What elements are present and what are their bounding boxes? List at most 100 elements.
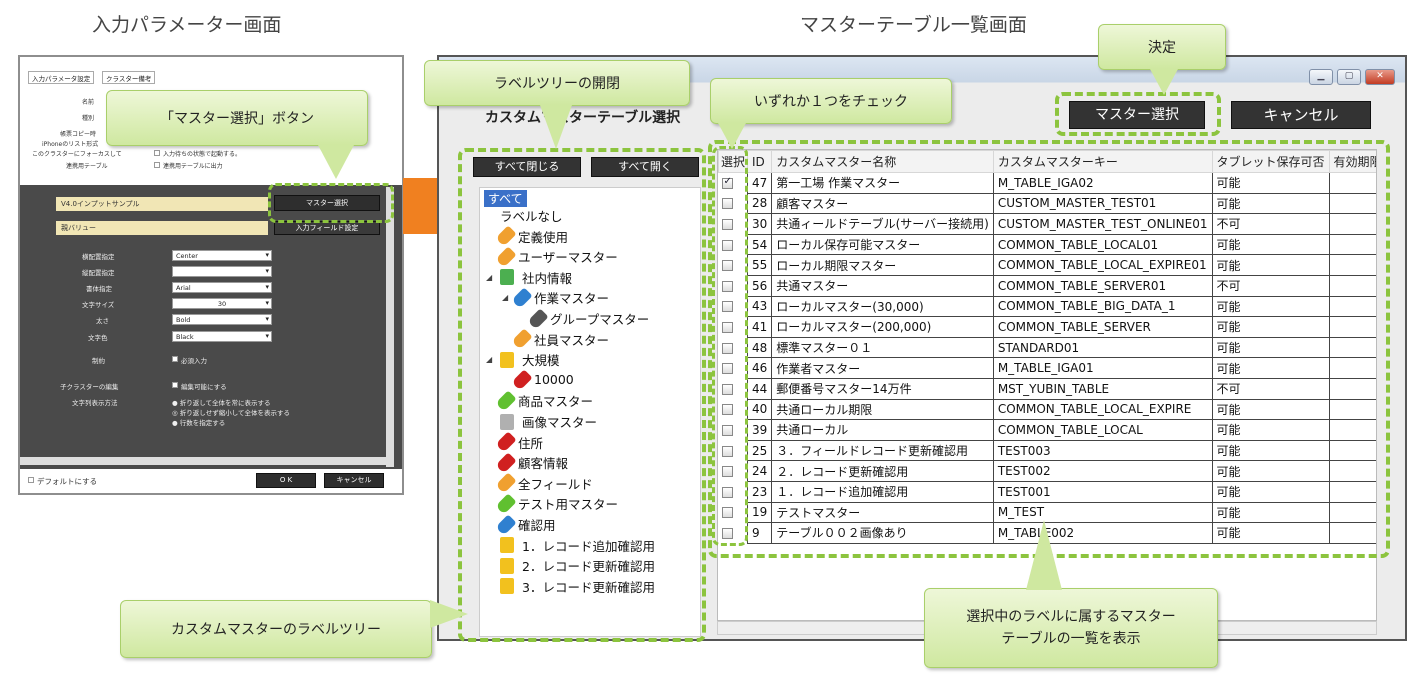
- col-expire[interactable]: 有効期限: [1328, 150, 1376, 173]
- radio-shrink[interactable]: ◎ 折り返しせず縮小して全体を表示する: [172, 409, 291, 417]
- tree-item[interactable]: ラベルなし: [486, 206, 563, 225]
- cancel-button[interactable]: キャンセル: [1231, 101, 1371, 129]
- default-checkbox[interactable]: [28, 477, 34, 483]
- master-select-button[interactable]: マスター選択: [1069, 101, 1205, 129]
- row-select-checkbox[interactable]: [721, 404, 733, 416]
- col-id[interactable]: ID: [747, 150, 773, 173]
- table-row[interactable]: 48標準マスター０１STANDARD01可能2(: [719, 336, 1376, 359]
- row-select-checkbox[interactable]: [721, 466, 733, 478]
- tree-expander-icon[interactable]: ◢: [486, 355, 493, 365]
- label-copy: 帳票コピー時: [60, 131, 97, 138]
- font-select[interactable]: Arial: [172, 282, 272, 293]
- row-select-checkbox[interactable]: [721, 218, 733, 230]
- label-tree: すべて ラベルなし定義使用ユーザーマスター◢社内情報◢作業マスターグループマスタ…: [479, 187, 701, 637]
- tab-input-parameter[interactable]: 入力パラメータ設定: [28, 71, 95, 84]
- col-master-name[interactable]: カスタムマスター名称: [771, 150, 994, 173]
- font-color-select[interactable]: Black: [172, 331, 272, 342]
- tree-expander-icon[interactable]: ◢: [486, 272, 493, 282]
- row-select-checkbox[interactable]: [721, 176, 733, 190]
- tab-cluster-note[interactable]: クラスター備考: [102, 71, 156, 84]
- tree-root-all[interactable]: すべて: [484, 190, 527, 207]
- expand-all-button[interactable]: すべて開く: [591, 157, 699, 177]
- row-select-checkbox[interactable]: [721, 342, 733, 354]
- font-size-spinner[interactable]: 30: [172, 298, 272, 309]
- row-select-checkbox[interactable]: [721, 383, 733, 395]
- tree-item[interactable]: 画像マスター: [486, 412, 597, 431]
- row-select-checkbox[interactable]: [721, 527, 733, 539]
- link-table-checkbox[interactable]: [154, 162, 160, 168]
- left-cancel-button[interactable]: キャンセル: [324, 473, 384, 488]
- parent-value-field[interactable]: 親バリュー: [56, 221, 268, 235]
- row-select-checkbox[interactable]: [721, 301, 733, 313]
- row-select-checkbox[interactable]: [721, 486, 733, 498]
- cell-name: 標準マスター０１: [771, 336, 994, 359]
- h-align-select[interactable]: Center: [172, 250, 272, 261]
- col-tablet-save[interactable]: タブレット保存可否: [1211, 150, 1330, 173]
- tree-expander-icon[interactable]: ◢: [502, 293, 509, 303]
- tree-item[interactable]: グループマスター: [518, 307, 649, 330]
- row-select-checkbox[interactable]: [721, 363, 733, 375]
- cluster-name-field[interactable]: V4.0インプットサンプル: [56, 197, 268, 211]
- row-select-checkbox[interactable]: [721, 424, 733, 436]
- callout-decide: 決定: [1098, 24, 1226, 70]
- tree-item[interactable]: 定義使用: [486, 225, 568, 247]
- left-master-select-button[interactable]: マスター選択: [274, 195, 380, 211]
- ok-button[interactable]: O K: [256, 473, 316, 488]
- tree-item[interactable]: 10000: [502, 369, 574, 391]
- row-select-cell: [719, 440, 748, 461]
- tree-item[interactable]: 1．レコード追加確認用: [486, 536, 655, 555]
- left-horizontal-scrollbar[interactable]: [20, 457, 386, 465]
- v-align-select[interactable]: [172, 266, 272, 277]
- close-icon[interactable]: ✕: [1365, 69, 1395, 85]
- cell-key: TEST002: [992, 460, 1213, 482]
- tree-item[interactable]: ◢作業マスター: [502, 287, 609, 309]
- tree-item[interactable]: テスト用マスター: [486, 493, 618, 515]
- radio-lines[interactable]: ● 行数を指定する: [172, 419, 226, 427]
- editable-checkbox[interactable]: [172, 382, 178, 388]
- row-select-checkbox[interactable]: [721, 260, 733, 272]
- tree-item[interactable]: 商品マスター: [486, 390, 593, 412]
- master-window-body: ▁ ▢ ✕ カスタムマスターテーブル選択 マスター選択 キャンセル すべて閉じる…: [439, 57, 1405, 639]
- table-row[interactable]: 23１．レコード追加確認用TEST001可能2(: [719, 480, 1376, 503]
- tree-item[interactable]: ◢大規模: [486, 350, 560, 369]
- tree-item[interactable]: 全フィールド: [486, 472, 593, 494]
- row-select-checkbox[interactable]: [721, 198, 733, 210]
- maximize-icon[interactable]: ▢: [1337, 69, 1361, 85]
- tree-item[interactable]: 確認用: [486, 513, 556, 536]
- col-select[interactable]: 選択: [718, 150, 749, 173]
- minimize-icon[interactable]: ▁: [1309, 69, 1333, 85]
- collapse-all-button[interactable]: すべて閉じる: [473, 157, 581, 177]
- row-select-checkbox[interactable]: [721, 239, 733, 251]
- tree-item[interactable]: 社員マスター: [502, 328, 609, 350]
- tree-item[interactable]: 2．レコード更新確認用: [486, 556, 655, 575]
- tree-item[interactable]: ◢社内情報: [486, 268, 572, 287]
- left-vertical-scrollbar[interactable]: [386, 187, 394, 467]
- cell-name: １．レコード追加確認用: [771, 480, 994, 503]
- row-select-checkbox[interactable]: [721, 321, 733, 333]
- wait-start-checkbox[interactable]: [154, 150, 160, 156]
- weight-select[interactable]: Bold: [172, 314, 272, 325]
- tree-item[interactable]: ユーザーマスター: [486, 246, 618, 268]
- tree-item[interactable]: 3．レコード更新確認用: [486, 577, 655, 596]
- row-select-checkbox[interactable]: [721, 280, 733, 292]
- tree-item[interactable]: 住所: [486, 431, 543, 453]
- required-checkbox[interactable]: [172, 356, 178, 362]
- tree-item[interactable]: 顧客情報: [486, 452, 568, 474]
- radio-wrap-all[interactable]: ● 折り返して全体を常に表示する: [172, 399, 271, 407]
- cell-name: 郵便番号マスター14万件: [771, 377, 994, 400]
- row-select-checkbox[interactable]: [721, 445, 733, 457]
- col-master-key[interactable]: カスタムマスターキー: [992, 150, 1213, 173]
- input-field-setting-button[interactable]: 入力フィールド設定: [274, 221, 380, 235]
- row-select-checkbox[interactable]: [721, 507, 733, 519]
- cell-id: 54: [747, 233, 773, 256]
